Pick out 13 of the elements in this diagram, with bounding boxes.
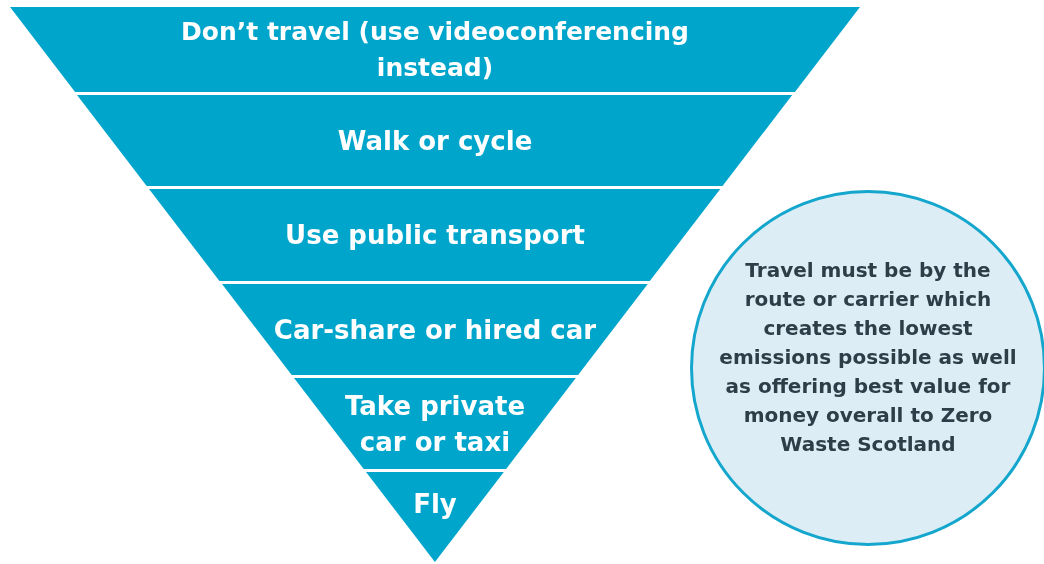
band-label: Take private car or taxi: [343, 389, 527, 459]
band-label: Car-share or hired car: [272, 313, 598, 347]
hierarchy-band: [149, 189, 721, 281]
hierarchy-band: [77, 95, 793, 186]
band-label: Use public transport: [284, 219, 586, 252]
hierarchy-band: [294, 378, 576, 469]
band-label: Fly: [412, 488, 458, 521]
note-text: Travel must be by the route or carrier which creates the lowest emissions possible as well as offering best value for money overall to Zero Waste Scotland: [718, 257, 1018, 459]
band-label: Don’t travel (use videoconferencing instead): [180, 15, 690, 84]
hierarchy-band: [10, 7, 860, 92]
hierarchy-band: [222, 284, 648, 375]
band-label: Walk or cycle: [336, 124, 534, 158]
hierarchy-triangle: [366, 472, 504, 562]
